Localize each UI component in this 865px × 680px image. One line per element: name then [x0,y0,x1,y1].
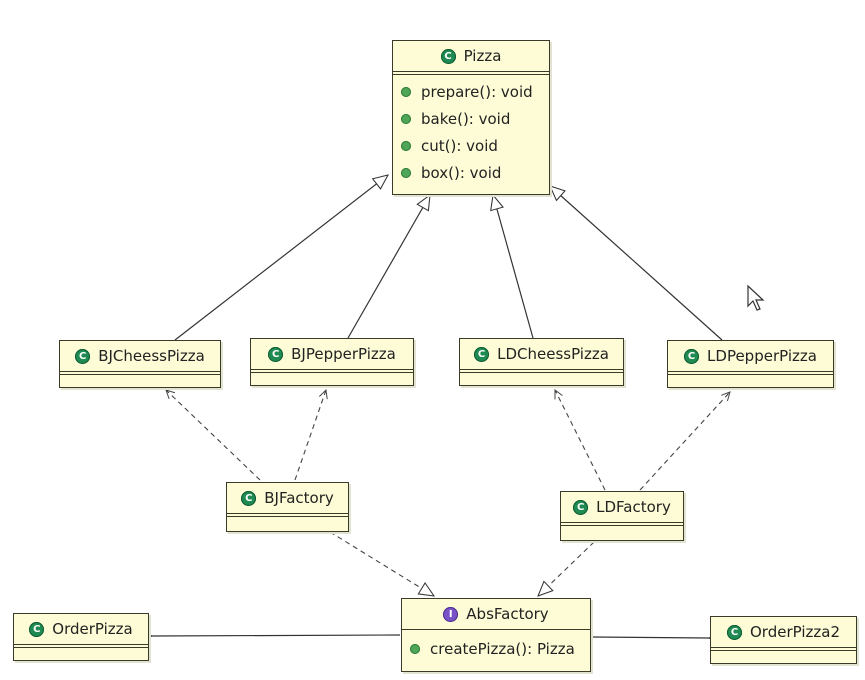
class-header: C BJCheessPizza [60,341,220,371]
compartment-divider [460,369,623,373]
agg-orderpizza2-absfactory [591,637,709,638]
method-item[interactable]: createPizza(): Pizza [402,635,590,662]
method-signature: createPizza(): Pizza [430,639,575,658]
public-method-icon [401,113,411,124]
class-ldcheesspizza[interactable]: C LDCheessPizza [459,338,624,386]
public-method-icon [401,167,411,178]
method-item[interactable]: prepare(): void [393,78,549,105]
dep-ldfactory-ldpepper [639,392,730,491]
class-name-orderpizza: OrderPizza [52,620,133,638]
mouse-cursor-icon [747,284,765,311]
class-icon: C [29,621,45,637]
class-ldfactory[interactable]: C LDFactory [560,491,684,541]
class-header: C LDPepperPizza [668,341,833,371]
class-header: C LDCheessPizza [460,339,623,369]
class-icon: C [440,48,456,64]
method-signature: prepare(): void [421,82,533,101]
class-header: C OrderPizza2 [711,617,856,647]
class-icon: C [727,624,742,640]
method-item[interactable]: box(): void [393,159,549,186]
class-icon: C [75,348,91,364]
class-bjpepperpizza[interactable]: C BJPepperPizza [250,338,414,386]
dep-ldfactory-ldcheess [555,390,606,491]
gen-ldcheess-pizza [493,195,534,339]
compartment-divider [251,369,413,373]
attribute-section [393,71,549,75]
method-item[interactable]: bake(): void [393,105,549,132]
compartment-divider [561,522,683,526]
class-header: C BJFactory [227,483,348,513]
class-name-bjpepperpizza: BJPepperPizza [291,345,396,363]
dep-bjfactory-bjcheess [166,390,261,481]
method-signature: cut(): void [421,136,498,155]
class-name-bjcheesspizza: BJCheessPizza [98,347,205,365]
compartment-divider [402,629,590,633]
class-pizza[interactable]: C Pizza prepare(): void bake(): void cut… [392,40,550,195]
class-header: I AbsFactory [402,599,590,629]
class-bjfactory[interactable]: C BJFactory [226,482,349,532]
class-header: C Pizza [393,41,549,71]
interface-icon: I [443,606,459,622]
method-signature: box(): void [421,163,502,182]
compartment-divider [668,371,833,375]
method-list: prepare(): void bake(): void cut(): void… [393,75,549,190]
class-ldpepperpizza[interactable]: C LDPepperPizza [667,340,834,388]
real-bjfactory-absfactory [329,531,434,596]
agg-orderpizza-absfactory [152,635,401,636]
interface-absfactory[interactable]: I AbsFactory createPizza(): Pizza [401,598,591,672]
class-icon: C [474,346,490,362]
public-method-icon [401,140,411,151]
class-icon: C [684,348,700,364]
class-name-bjfactory: BJFactory [264,489,334,507]
class-header: C BJPepperPizza [251,339,413,369]
dep-bjfactory-bjpepper [294,390,326,481]
gen-ldpepper-pizza [550,186,723,341]
class-icon: C [268,346,284,362]
class-orderpizza[interactable]: C OrderPizza [13,613,149,661]
method-list: createPizza(): Pizza [402,633,590,666]
class-name-ldpepperpizza: LDPepperPizza [707,347,817,365]
class-orderpizza2[interactable]: C OrderPizza2 [710,616,857,664]
class-header: C OrderPizza [14,614,148,644]
class-name-orderpizza2: OrderPizza2 [750,623,840,641]
public-method-icon [410,643,420,654]
public-method-icon [401,86,411,97]
class-header: C LDFactory [561,492,683,522]
gen-bjcheess-pizza [174,175,388,341]
class-name-absfactory: AbsFactory [466,605,549,623]
class-name-ldfactory: LDFactory [596,498,671,516]
real-ldfactory-absfactory [538,541,595,596]
compartment-divider [227,513,348,517]
class-icon: C [241,490,257,506]
compartment-divider [14,644,148,648]
class-name-ldcheesspizza: LDCheessPizza [497,345,609,363]
method-item[interactable]: cut(): void [393,132,549,159]
compartment-divider [60,371,220,375]
compartment-divider [711,647,856,651]
class-name-pizza: Pizza [463,47,502,65]
method-signature: bake(): void [421,109,511,128]
class-icon: C [573,499,589,515]
class-bjcheesspizza[interactable]: C BJCheessPizza [59,340,221,388]
gen-bjpepper-pizza [347,195,430,339]
